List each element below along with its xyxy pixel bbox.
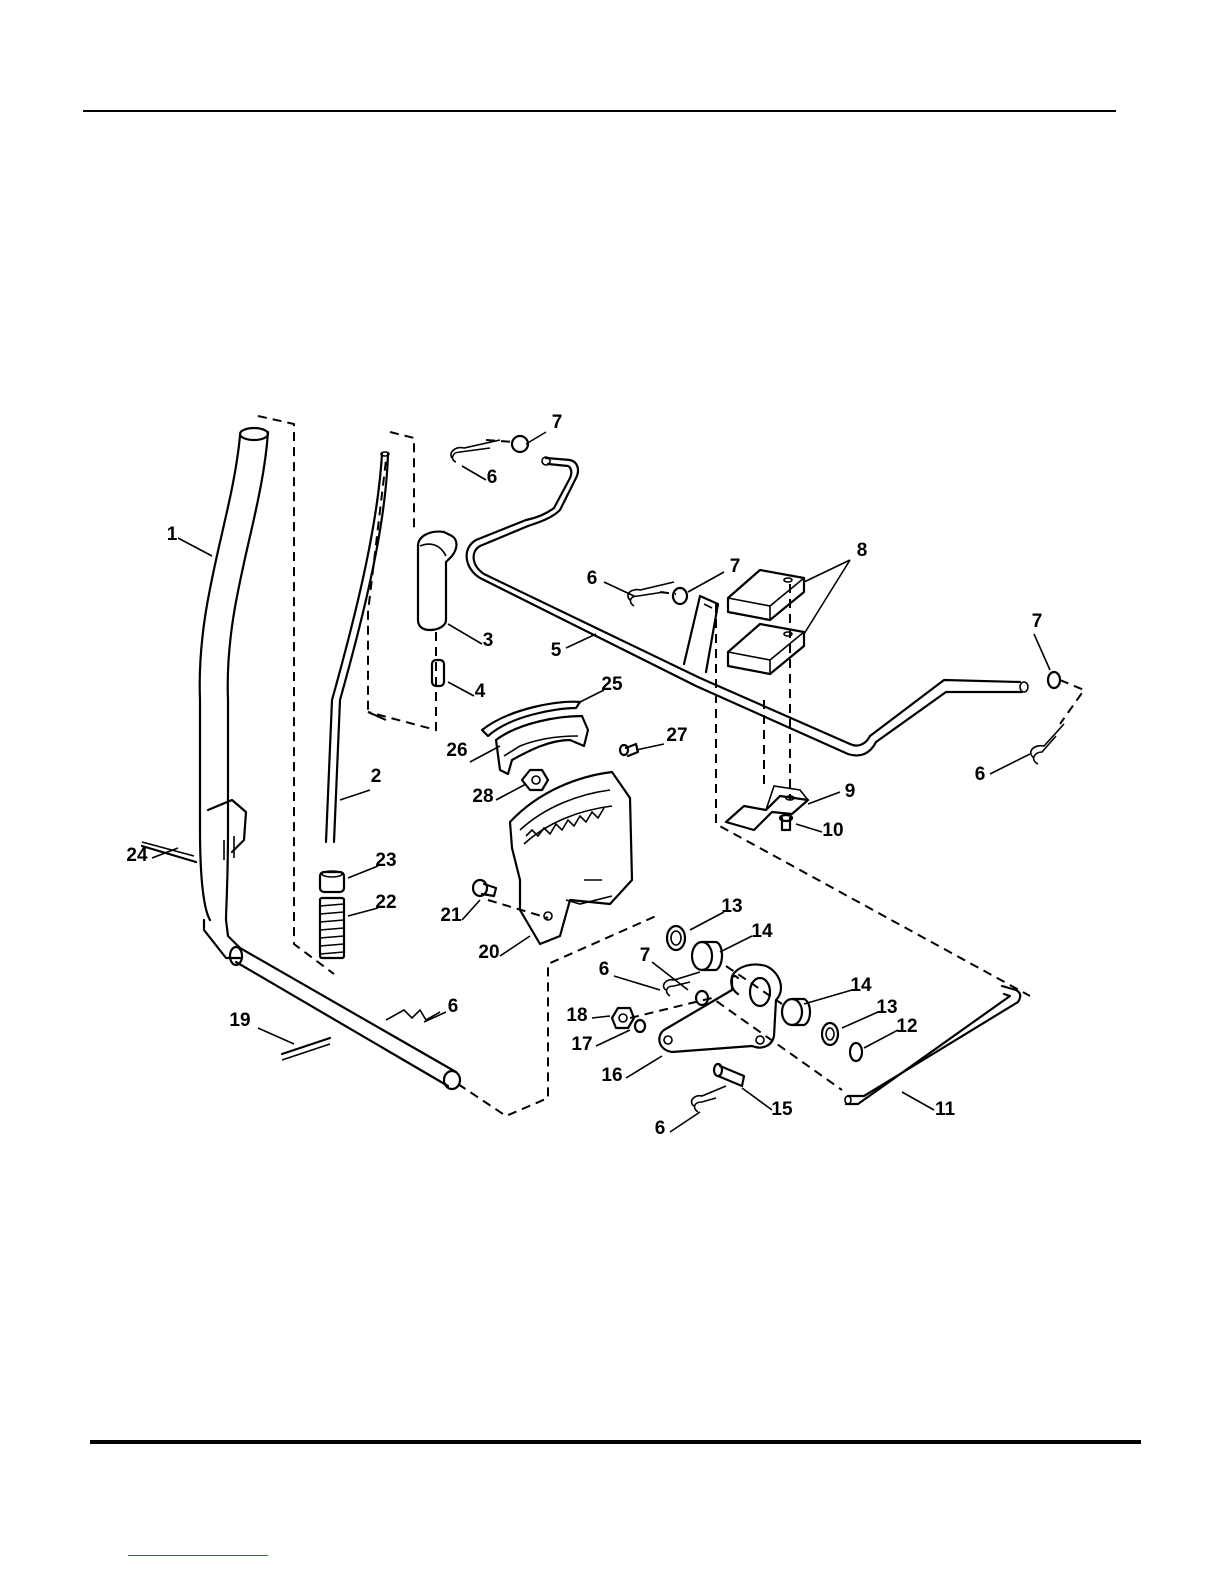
callout-14: 14 (751, 921, 773, 942)
callout-11: 11 (935, 1099, 956, 1120)
part-23-spacer (320, 871, 344, 892)
part-7-washers (512, 436, 1060, 1005)
callout-6: 6 (599, 959, 610, 980)
callout-22: 22 (375, 892, 396, 913)
part-3-knob (418, 532, 457, 630)
part-10-bolt (780, 815, 792, 830)
callout-6: 6 (587, 568, 598, 589)
part-25-strip (482, 702, 580, 736)
callout-7: 7 (640, 945, 651, 966)
callout-23: 23 (375, 850, 396, 871)
part-16-pivot-plate (659, 964, 781, 1052)
part-17-washer (635, 1020, 645, 1032)
callout-24: 24 (126, 845, 148, 866)
callout-1: 1 (167, 524, 178, 545)
callout-25: 25 (601, 674, 623, 695)
part-15-bolt (714, 1064, 744, 1086)
callout-9: 9 (845, 781, 856, 802)
part-20-quadrant (510, 772, 632, 944)
callout-3: 3 (483, 630, 494, 651)
callout-6: 6 (655, 1118, 666, 1139)
part-22-spring (320, 898, 344, 958)
part-13-washers (667, 926, 838, 1045)
callout-5: 5 (551, 640, 562, 661)
callout-21: 21 (440, 905, 462, 926)
callout-7: 7 (552, 412, 563, 433)
part-6-hairpin-clips (386, 440, 1064, 1112)
part-27-bolt (620, 744, 638, 756)
callout-16: 16 (601, 1065, 622, 1086)
callout-26: 26 (446, 740, 467, 761)
part-28-nut (522, 770, 548, 790)
part-21-screw (473, 880, 496, 896)
callout-7: 7 (1032, 611, 1043, 632)
callout-6: 6 (487, 467, 498, 488)
callout-27: 27 (666, 725, 687, 746)
callout-14: 14 (850, 975, 872, 996)
part-26-guide (496, 716, 588, 774)
callout-10: 10 (822, 820, 843, 841)
callout-2: 2 (371, 766, 382, 787)
part-9-bracket (726, 786, 808, 830)
part-8-plates (728, 570, 804, 674)
callout-28: 28 (472, 786, 493, 807)
callout-6: 6 (975, 764, 986, 785)
part-4-pin (432, 660, 444, 686)
callout-20: 20 (478, 942, 499, 963)
callout-18: 18 (566, 1005, 587, 1026)
callout-13: 13 (876, 997, 897, 1018)
callout-8: 8 (857, 540, 868, 561)
callout-12: 12 (896, 1016, 917, 1037)
callout-6: 6 (448, 996, 459, 1017)
callout-13: 13 (721, 896, 742, 917)
callout-19: 19 (229, 1010, 250, 1031)
callout-4: 4 (475, 681, 486, 702)
part-12-ring (850, 1043, 862, 1061)
callout-15: 15 (771, 1099, 793, 1120)
callout-17: 17 (571, 1034, 592, 1055)
callout-7: 7 (730, 556, 741, 577)
